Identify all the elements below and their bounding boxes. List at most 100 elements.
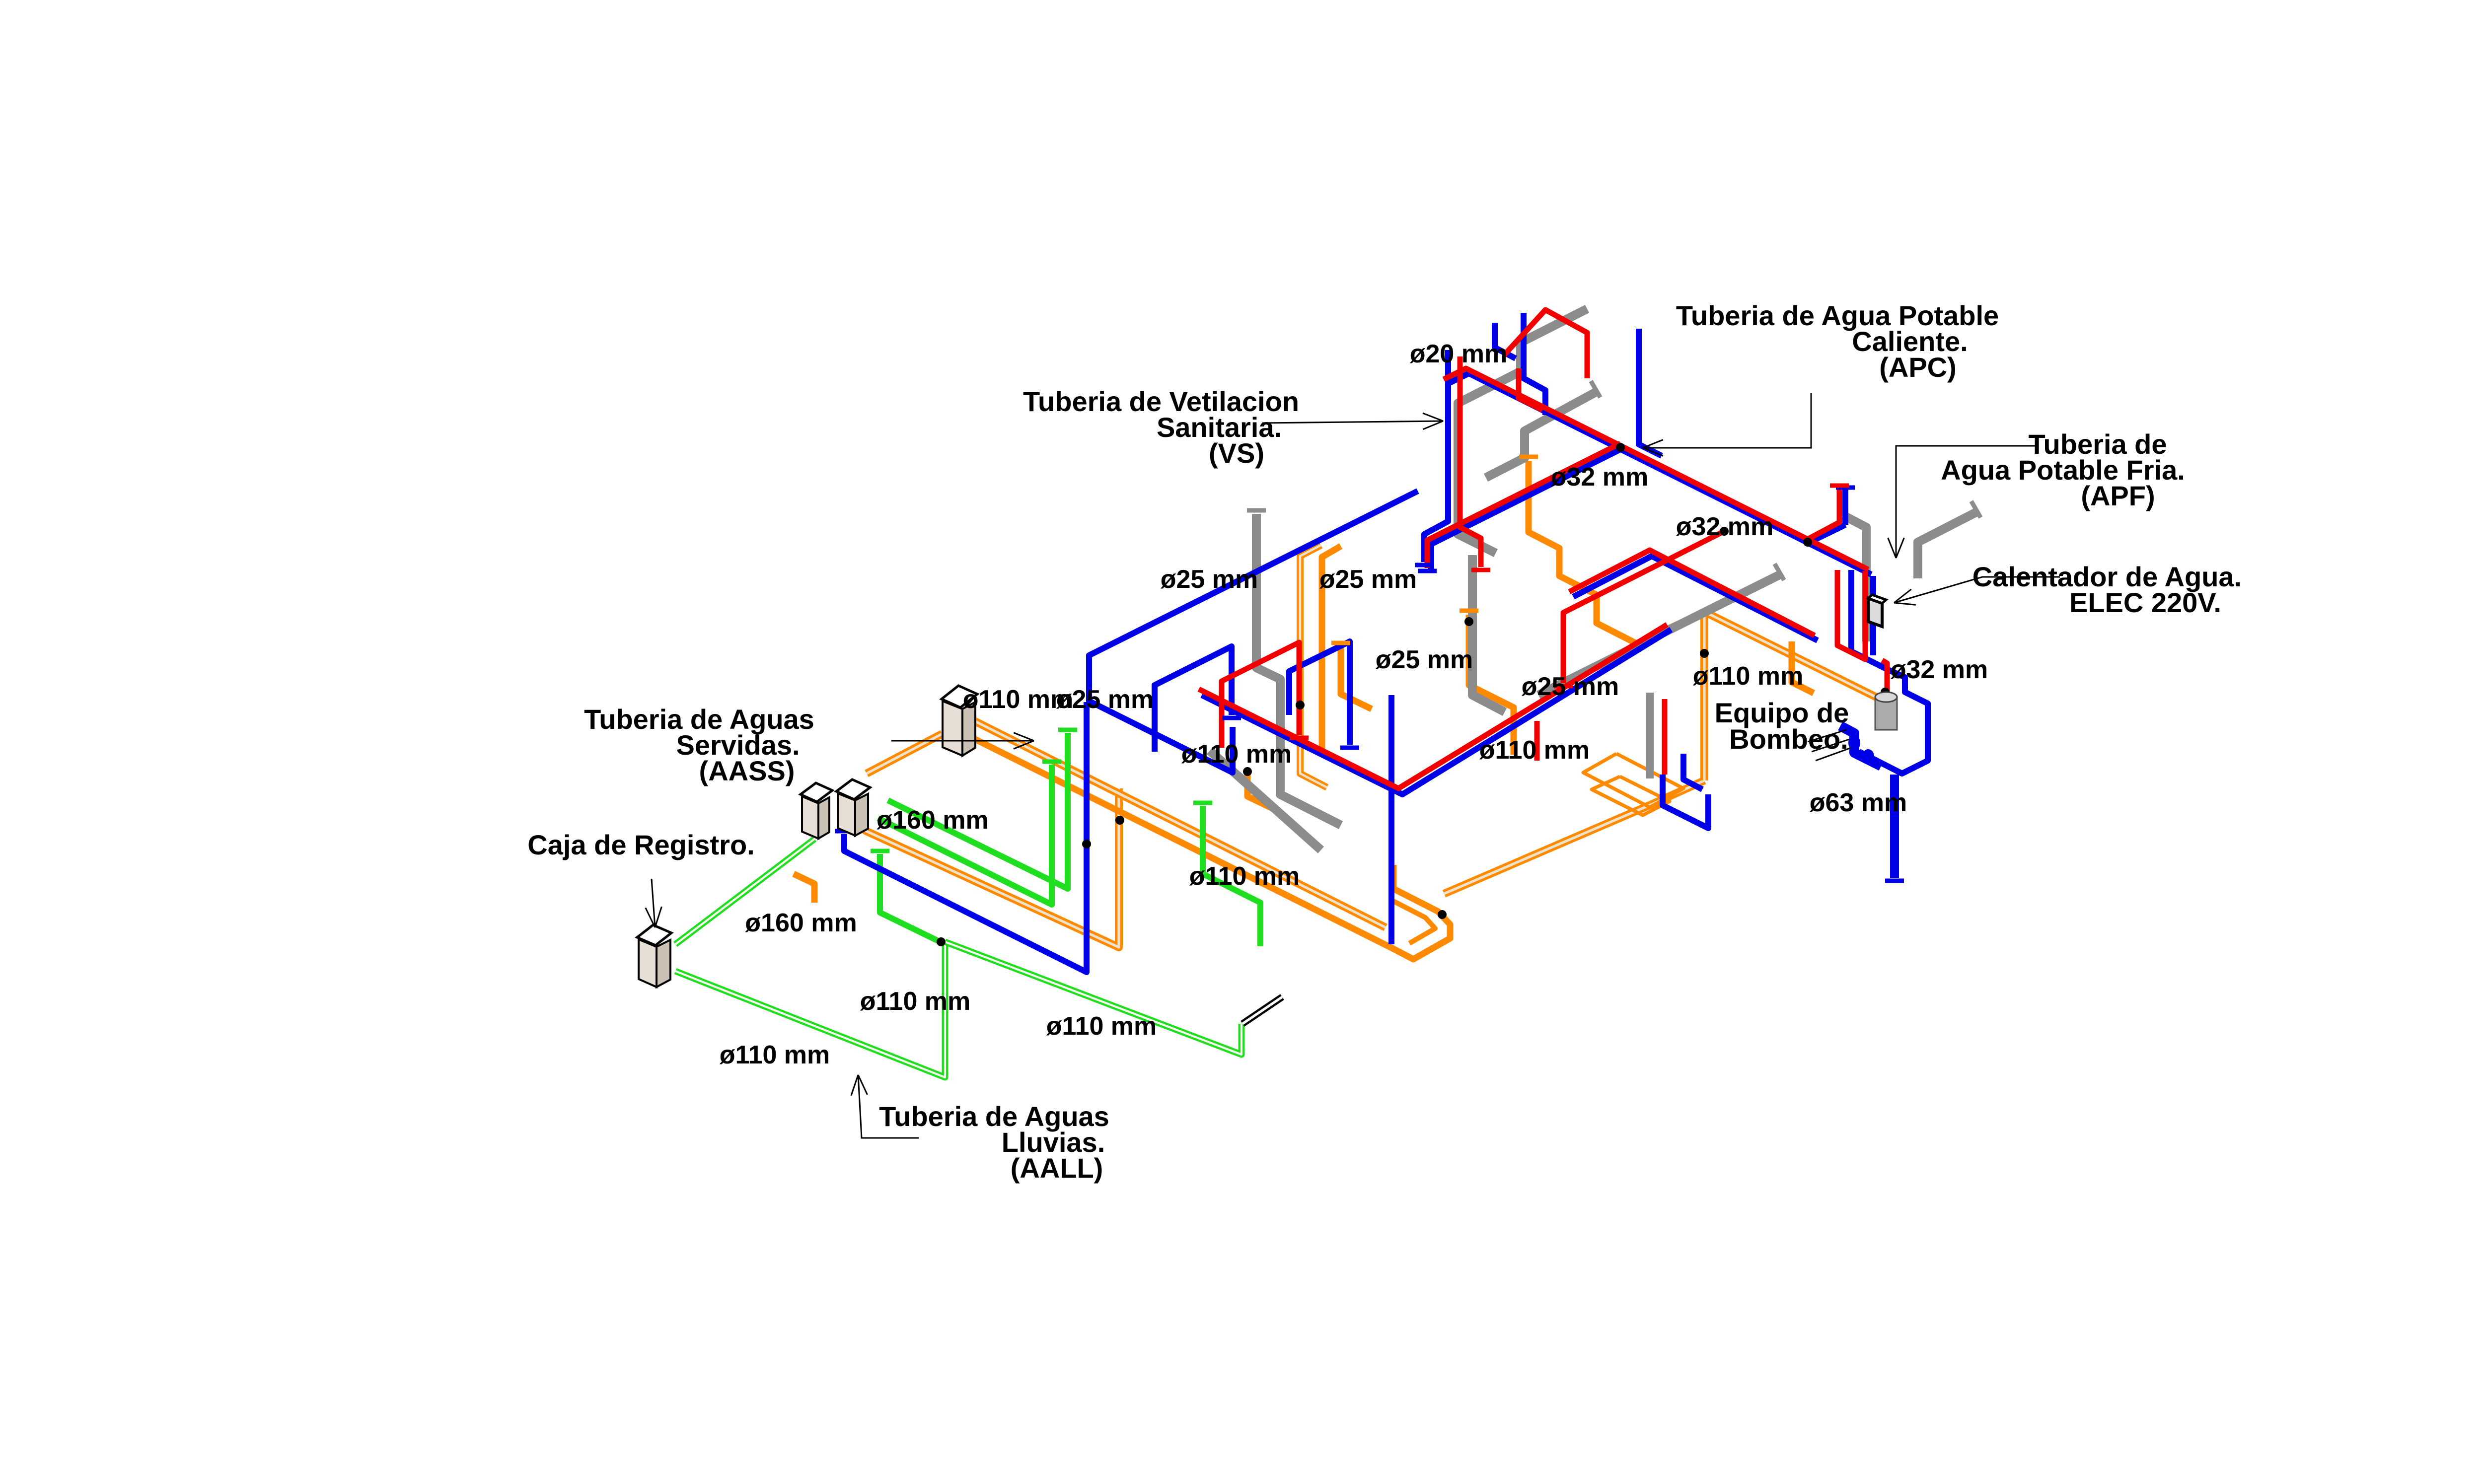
- pipe-apc: [1424, 441, 1622, 568]
- label-vs-line3: (VS): [1209, 437, 1264, 469]
- dim-label-110mm: ø110 mm: [860, 987, 971, 1016]
- pipe-aall: [877, 854, 943, 945]
- label-apf-line3: (APF): [2081, 480, 2155, 511]
- label-equipo-bombeo-line2: Bombeo.: [1729, 723, 1848, 755]
- pipe-apf: [1428, 446, 1622, 572]
- pipe-joint-dot: [1243, 767, 1252, 776]
- pipe-joint-dot: [1700, 649, 1709, 658]
- pipe-apf: [1286, 638, 1353, 745]
- caja-aass-right-lid: [834, 778, 873, 801]
- caja-ventilacion-lid: [939, 684, 980, 709]
- pipe-apf: [1086, 488, 1419, 776]
- pipe-apc: [1560, 529, 1726, 683]
- leader-vs: [1262, 420, 1444, 424]
- pipe-joint-dot: [1616, 443, 1625, 452]
- leader-arrowhead: [1895, 537, 1905, 559]
- leader-arrowhead: [857, 1074, 868, 1095]
- pipe-apc: [1881, 658, 1890, 694]
- pipe-cap-vs: [1589, 380, 1603, 399]
- leader-arrowhead: [1887, 537, 1897, 559]
- pipe-apf: [1572, 553, 1819, 643]
- pipe-cap-tick: [1772, 563, 1786, 581]
- pipe-cap-tick: [1969, 500, 1983, 519]
- label-aass-line1: Tuberia de Aguas: [584, 704, 814, 735]
- dim-label-25mm: ø25 mm: [1319, 565, 1417, 594]
- outfall-pipe-core: [1242, 995, 1283, 1025]
- pipe-apf: [1445, 370, 1873, 577]
- dim-label-32mm: ø32 mm: [1551, 463, 1649, 492]
- pipe-cap-tick: [1589, 380, 1603, 399]
- pipe-apf: [1680, 754, 1704, 792]
- label-apf-line1: Tuberia de: [2028, 428, 2167, 460]
- label-aall-line3: (AALL): [1011, 1152, 1103, 1184]
- pipe-aass: [1590, 775, 1672, 817]
- leader-arrowhead: [1642, 447, 1664, 457]
- pipe-apf: [1152, 643, 1235, 752]
- dim-label-110mm: ø110 mm: [1693, 662, 1804, 691]
- pump-tank-top: [1874, 691, 1898, 703]
- pipe-cap-vs: [1772, 563, 1786, 581]
- caja-registro-box-side: [656, 938, 671, 989]
- leader-cal: [1894, 576, 2060, 604]
- pipe-core-aall: [674, 838, 815, 945]
- pipe-vs: [1468, 555, 1507, 716]
- pipe-vs: [1252, 514, 1343, 830]
- pipe-apf: [841, 702, 1090, 975]
- leader-eq: [1807, 729, 1847, 743]
- caja-registro-box-front: [638, 938, 657, 989]
- leader-arrowhead: [645, 907, 656, 928]
- pipes-layer: [673, 304, 1983, 1081]
- dim-label-25mm: ø25 mm: [1376, 645, 1473, 674]
- pipe-apf: [1660, 775, 1711, 831]
- dim-label-110mm: ø110 mm: [963, 685, 1074, 714]
- leader-apc: [1643, 393, 1812, 449]
- pipe-core-aall: [675, 942, 947, 1079]
- dim-label-160mm: ø160 mm: [876, 806, 988, 835]
- pipe-aall: [876, 765, 1055, 908]
- pipe-joint-dot: [1115, 816, 1124, 825]
- dim-label-25mm: ø25 mm: [1161, 565, 1258, 594]
- caja-aass-left-lid: [798, 781, 835, 803]
- pipe-joint-dot: [937, 937, 946, 946]
- pipe-joint-dot: [1438, 910, 1447, 919]
- dim-label-20mm: ø20 mm: [1410, 340, 1508, 368]
- dim-label-32mm: ø32 mm: [1676, 512, 1774, 541]
- pipe-apf: [1421, 350, 1451, 562]
- pipe-aall: [1200, 806, 1263, 946]
- label-equipo-bombeo-line1: Equipo de: [1715, 697, 1849, 728]
- dim-label-110mm: ø110 mm: [1479, 736, 1590, 765]
- label-apc-line2: Caliente.: [1852, 326, 1968, 357]
- dim-label-110mm: ø110 mm: [1181, 740, 1292, 769]
- caja-aass-left-side: [817, 795, 830, 841]
- text-layer: Tuberia de Agua PotableCaliente.(APC)Tub…: [527, 300, 2242, 1184]
- pipe-apc: [1806, 488, 1842, 542]
- leader-eq: [1815, 747, 1852, 762]
- pipe-apf: [1521, 313, 1548, 415]
- pipe-apc: [1457, 356, 1484, 567]
- caja-ventilacion-front: [942, 700, 963, 758]
- leaders-layer: [645, 393, 2060, 1139]
- label-aass-line2: Servidas.: [676, 729, 800, 761]
- pipe-aass: [792, 871, 818, 903]
- pipe-apc: [1568, 547, 1816, 638]
- pipe-core-aass: [973, 719, 1387, 929]
- pipe-apc: [1501, 307, 1590, 378]
- pipe-joint-dot: [1464, 617, 1473, 626]
- caja-registro-box-lid: [635, 923, 674, 947]
- label-aass-line3: (AASS): [699, 755, 795, 786]
- dim-label-110mm: ø110 mm: [1189, 862, 1300, 891]
- dim-label-160mm: ø160 mm: [745, 909, 857, 937]
- leader-arrowhead: [1422, 420, 1444, 430]
- pipe-joint-dot: [1296, 701, 1305, 709]
- label-aall-line2: Lluvias.: [1002, 1127, 1105, 1158]
- dim-label-25mm: ø25 mm: [1056, 685, 1154, 714]
- pipe-aass: [1788, 641, 1815, 696]
- leader-eq: [1811, 738, 1850, 753]
- equipment-layer: [635, 593, 1898, 1027]
- pipe-joint-dot: [1803, 538, 1812, 547]
- label-caja-registro-line1: Caja de Registro.: [527, 829, 754, 860]
- label-apf-line2: Agua Potable Fria.: [1941, 454, 2185, 486]
- pipe-vs: [1913, 508, 1978, 578]
